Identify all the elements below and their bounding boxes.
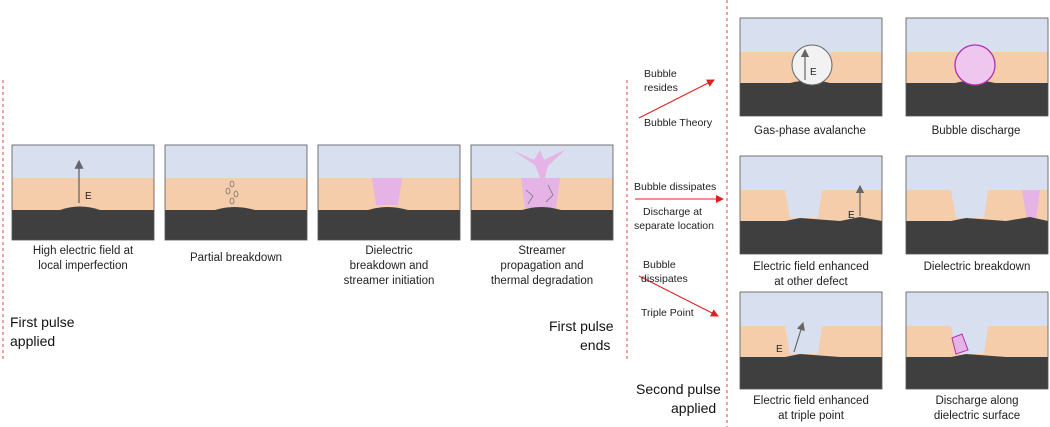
caption-local-imperfection-2: local imperfection [38, 260, 127, 272]
field-label: E [85, 191, 92, 202]
arrow-discharge-at-1: Discharge at [643, 206, 702, 218]
panel-surface-discharge [905, 291, 1049, 390]
panel-dielectric-breakdown [317, 144, 461, 241]
caption-streamer-propagation-1: Streamer [518, 245, 565, 257]
arrow-bubble-theory [638, 79, 715, 119]
first-pulse-ends-1: First pulse [549, 318, 614, 334]
panel-partial-breakdown [164, 144, 308, 241]
arrow-bubble-dissipates-1: Bubble [643, 259, 676, 271]
caption-local-imperfection-1: High electric field at [33, 245, 134, 257]
second-pulse-applied-1: Second pulse [636, 381, 721, 397]
panel-dielectric-breakdown-right [905, 155, 1049, 255]
field-arrow [793, 321, 805, 353]
field-label: E [776, 344, 783, 355]
arrow-bubble-resides-2: resides [644, 82, 678, 94]
caption-surface-discharge-2: dielectric surface [934, 410, 1020, 422]
first-pulse-ends-2: ends [580, 337, 610, 353]
caption-partial-breakdown: Partial breakdown [190, 252, 282, 264]
arrow-bubble-theory-label: Bubble Theory [644, 117, 713, 129]
caption-dielectric-breakdown-1: Dielectric [365, 245, 413, 257]
second-pulse-applied-2: applied [671, 400, 716, 416]
first-pulse-applied-2: applied [10, 333, 55, 349]
arrow-bubble-dissipates: Bubble dissipates [634, 181, 716, 193]
panel-bubble-discharge [905, 17, 1049, 117]
arrow-triple-point-label: Triple Point [641, 307, 694, 319]
caption-streamer-propagation-2: propagation and [500, 260, 583, 272]
arrow-bubble-dissipates-2: dissipates [641, 273, 688, 285]
arrow-bubble-resides-1: Bubble [644, 68, 677, 80]
panel-field-other-defect: E [739, 155, 883, 255]
caption-dielectric-breakdown-3: streamer initiation [344, 275, 435, 287]
field-label: E [810, 67, 817, 78]
caption-bubble-discharge: Bubble discharge [932, 125, 1021, 137]
arrow-discharge-at-2: separate location [634, 220, 714, 232]
caption-gas-phase-avalanche: Gas-phase avalanche [754, 125, 866, 137]
panel-streamer-propagation [470, 144, 614, 241]
caption-field-other-defect-2: at other defect [774, 276, 848, 288]
panel-field-triple-point: E [739, 291, 883, 390]
caption-field-triple-point-1: Electric field enhanced [753, 395, 869, 407]
field-label: E [848, 210, 855, 221]
caption-streamer-propagation-3: thermal degradation [491, 275, 593, 287]
panel-local-imperfection: E [11, 144, 155, 241]
caption-dielectric-breakdown-2: breakdown and [350, 260, 429, 272]
panel-gas-phase-avalanche: E [739, 17, 883, 117]
first-pulse-applied-1: First pulse [10, 314, 75, 330]
caption-dielectric-breakdown-right: Dielectric breakdown [924, 261, 1031, 273]
caption-field-triple-point-2: at triple point [778, 410, 845, 422]
caption-field-other-defect-1: Electric field enhanced [753, 261, 869, 273]
arrow-triple-point [638, 275, 719, 317]
caption-surface-discharge-1: Discharge along [935, 395, 1018, 407]
